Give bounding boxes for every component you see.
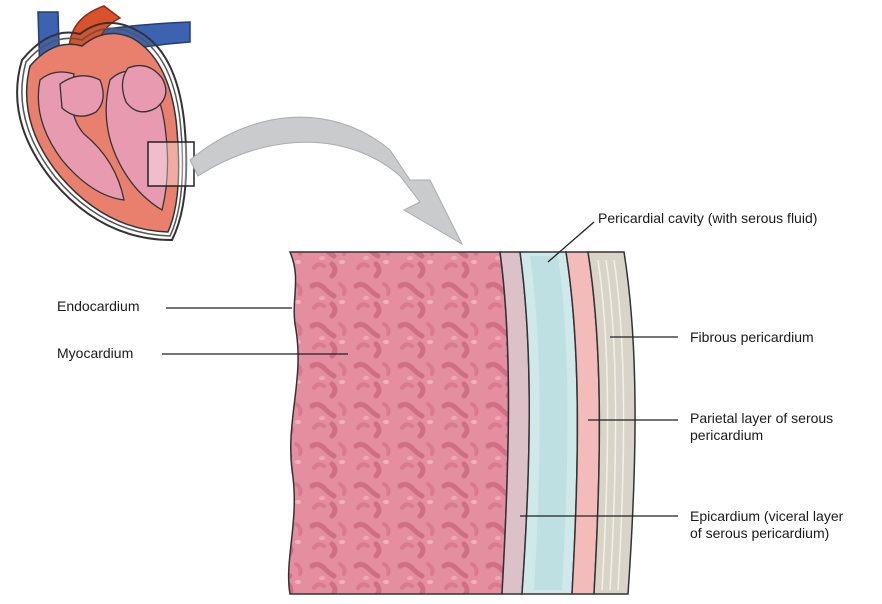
label-parietal-layer-line2: pericardium <box>690 427 763 444</box>
label-pericardial-cavity: Pericardial cavity (with serous fluid) <box>598 210 817 227</box>
label-epicardium-line1: Epicardium (viceral layer <box>690 508 843 525</box>
zoom-arrow <box>190 117 462 244</box>
label-epicardium-line2: of serous pericardium) <box>690 525 829 542</box>
label-fibrous-pericardium: Fibrous pericardium <box>690 329 814 346</box>
label-myocardium: Myocardium <box>57 345 133 362</box>
wall-cross-section <box>289 252 635 594</box>
zoom-box <box>148 142 194 186</box>
myocardium-tissue <box>289 252 509 594</box>
label-parietal-layer-line1: Parietal layer of serous <box>690 410 833 427</box>
heart-illustration <box>17 6 194 240</box>
label-endocardium: Endocardium <box>57 298 140 315</box>
